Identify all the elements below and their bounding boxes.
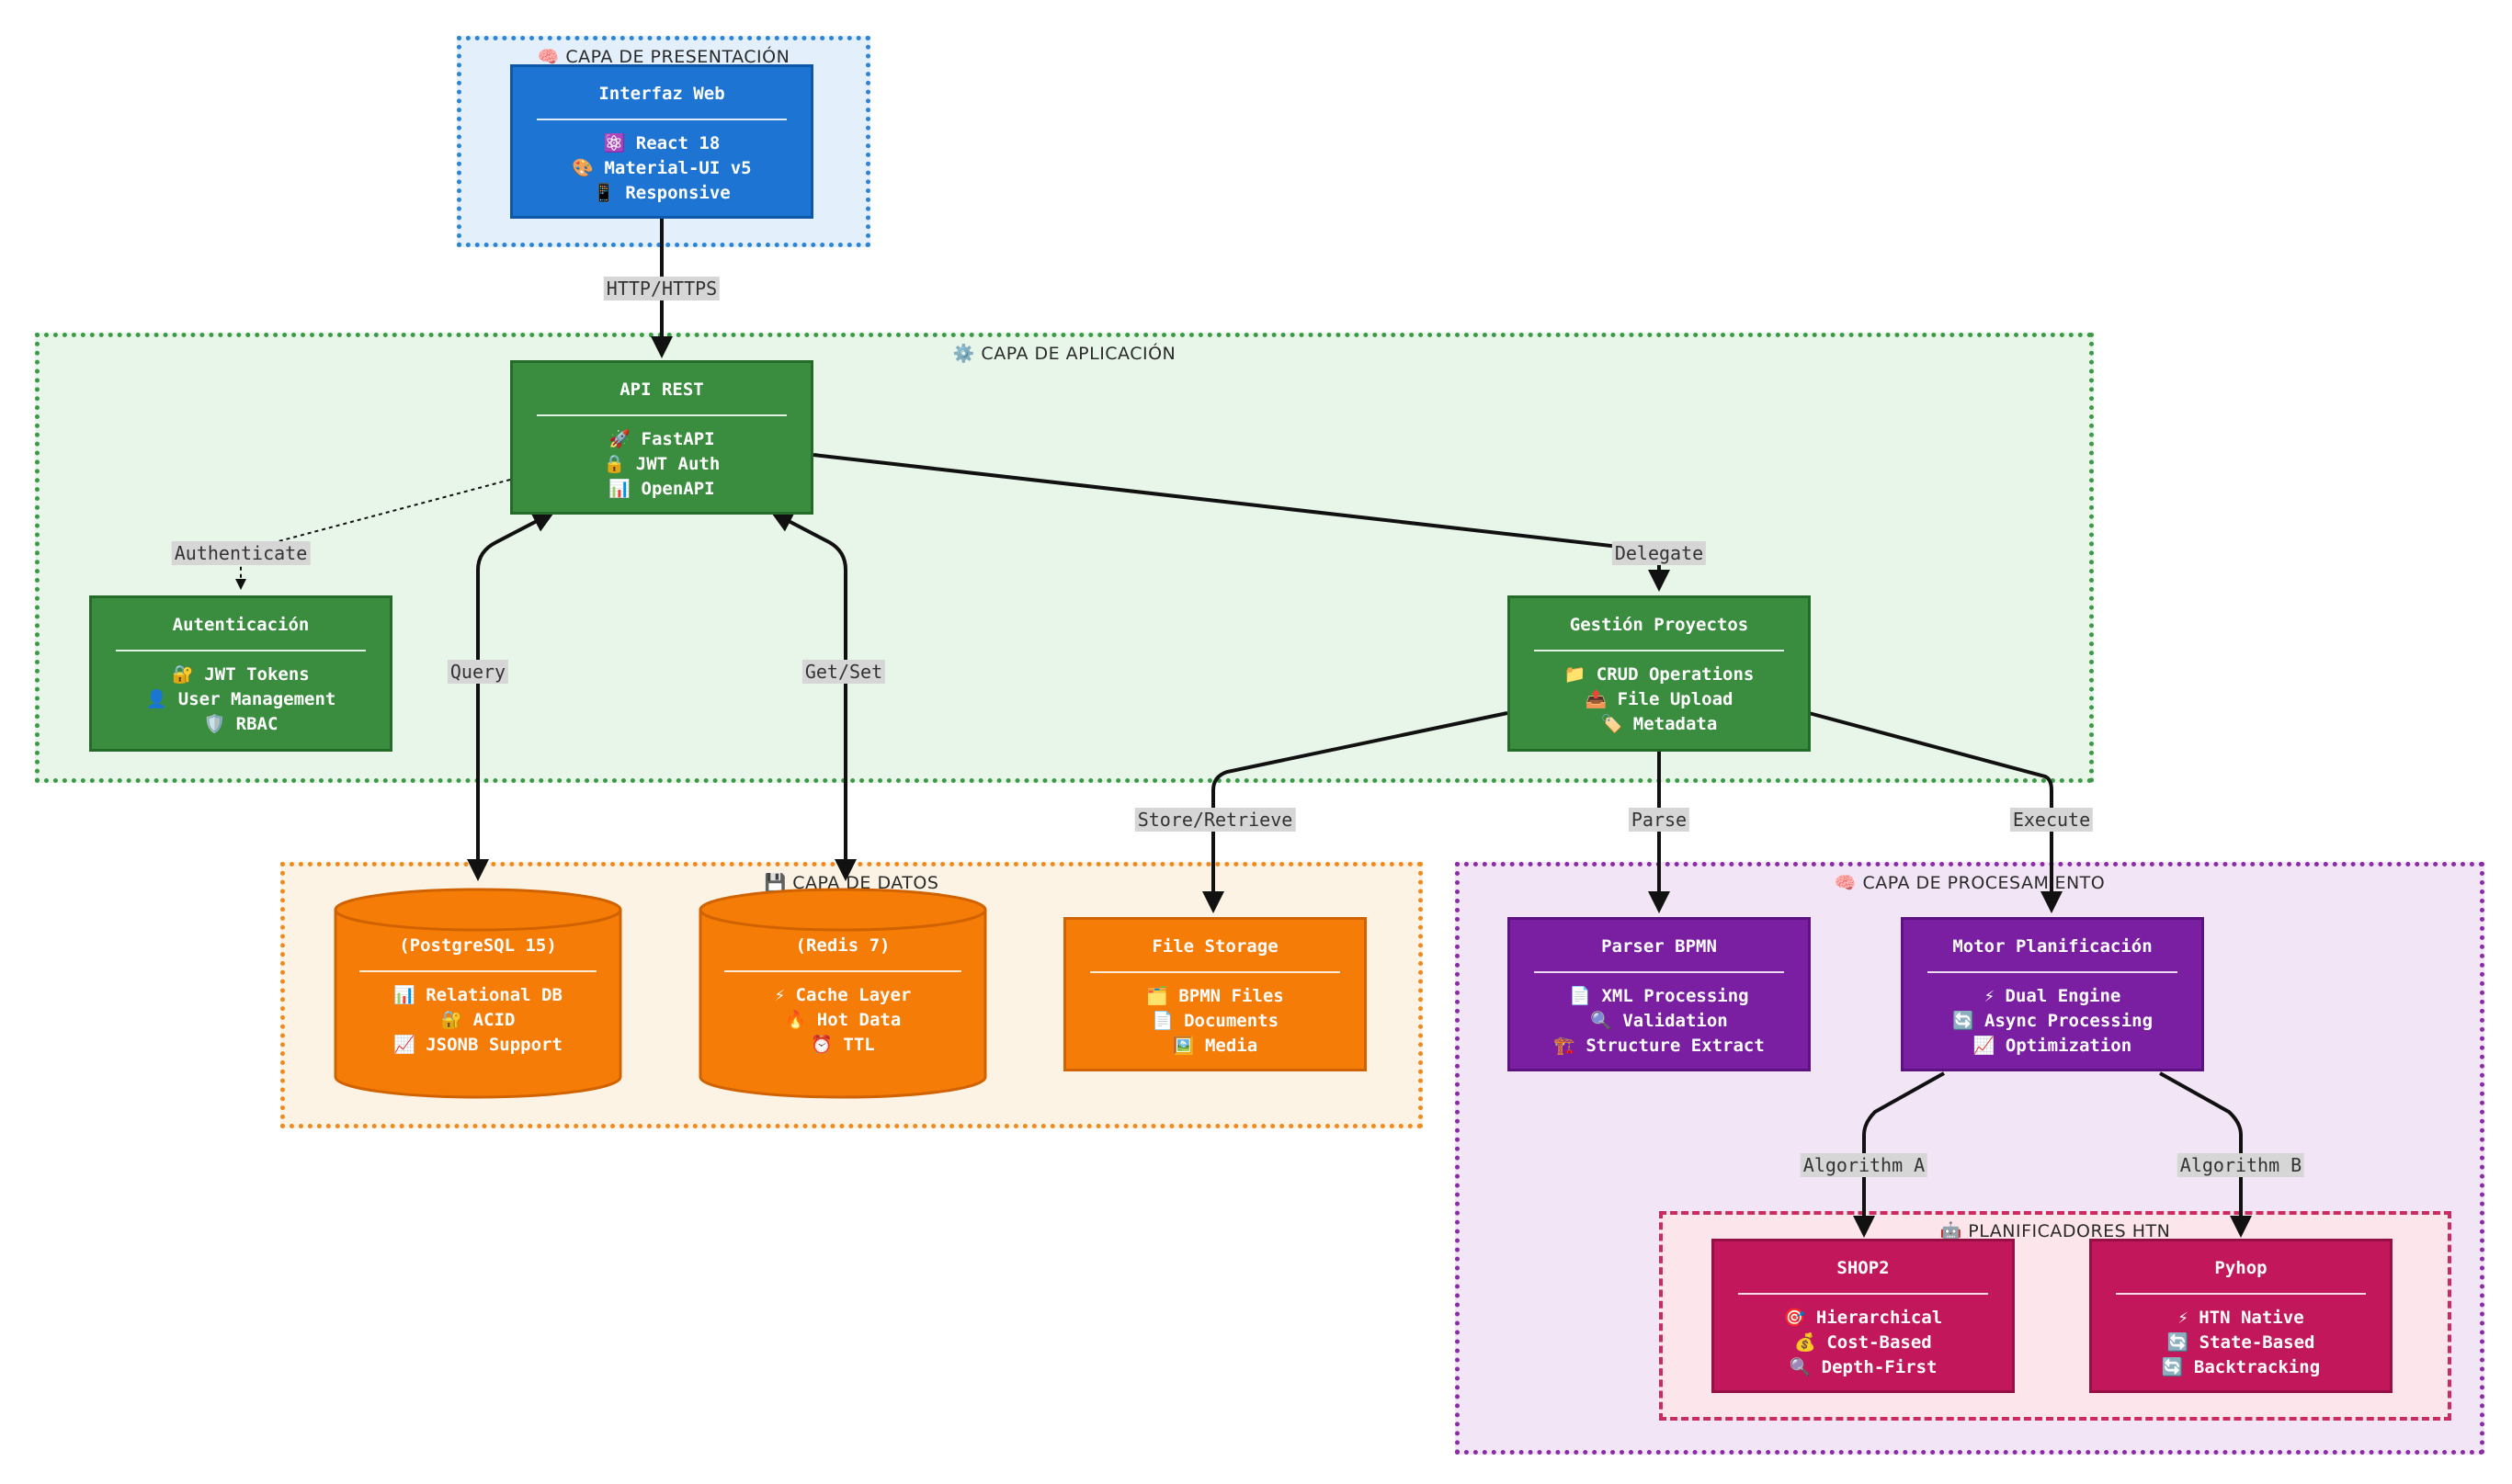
edge-motor-to-pyhop — [2159, 1071, 2252, 1238]
shop2-feature: 💰 Cost-Based — [1794, 1332, 1932, 1353]
motor-feature: 📈 Optimization — [1972, 1036, 2132, 1056]
parser-feature: 🏗️ Structure Extract — [1553, 1036, 1765, 1056]
storage-feature: 🗂️ BPMN Files — [1146, 986, 1284, 1006]
shop2-planner-node: SHOP2 🎯 Hierarchical 💰 Cost-Based 🔍 Depth-F… — [1711, 1239, 2015, 1393]
edge-label-authenticate: Authenticate — [171, 541, 311, 565]
application-layer-title: ⚙️ CAPA DE APLICACIÓN — [952, 344, 1176, 364]
redis-feature: ⏰ TTL — [811, 1035, 875, 1055]
processing-layer-title: 🧠 CAPA DE PROCESAMIENTO — [1834, 873, 2106, 893]
htn-layer-title: 🤖 PLANIFICADORES HTN — [1939, 1221, 2171, 1241]
auth-feature: 🛡️ RBAC — [203, 714, 278, 734]
redis-node: (Redis 7) ⚡ Cache Layer 🔥 Hot Data ⏰ TTL — [700, 919, 985, 1084]
web-interface-node: Interfaz Web ⚛️ React 18 🎨 Material-UI v5 📱… — [510, 64, 813, 219]
redis-title: (Redis 7) — [795, 935, 891, 956]
edge-label-delegate: Delegate — [1611, 541, 1707, 565]
auth-divider — [116, 650, 366, 651]
parser-divider — [1534, 971, 1784, 973]
edge-label-execute: Execute — [2009, 808, 2094, 832]
projects-feature: 🏷️ Metadata — [1600, 714, 1718, 734]
auth-feature: 👤 User Management — [145, 689, 336, 709]
edge-label-query: Query — [447, 660, 509, 684]
pyhop-divider — [2116, 1293, 2366, 1295]
redis-divider — [724, 970, 961, 972]
motor-title: Motor Planificación — [1952, 936, 2153, 957]
projects-feature: 📤 File Upload — [1585, 689, 1733, 709]
parser-feature: 📄 XML Processing — [1569, 986, 1749, 1006]
web-feature: 📱 Responsive — [593, 183, 731, 203]
postgres-feature: 📊 Relational DB — [393, 985, 563, 1005]
file-storage-node: File Storage 🗂️ BPMN Files 📄 Documents 🖼️ M… — [1063, 917, 1367, 1071]
presentation-layer-title: 🧠 CAPA DE PRESENTACIÓN — [537, 47, 790, 67]
pyhop-feature: 🔄 Backtracking — [2161, 1357, 2321, 1377]
postgres-divider — [359, 970, 597, 972]
edge-motor-to-shop2 — [1853, 1071, 1945, 1238]
edge-projects-to-motor — [1808, 711, 2063, 913]
storage-divider — [1090, 971, 1340, 973]
postgres-title: (PostgreSQL 15) — [399, 935, 557, 956]
bpmn-parser-node: Parser BPMN 📄 XML Processing 🔍 Validation 🏗… — [1507, 917, 1811, 1071]
projects-feature: 📁 CRUD Operations — [1563, 664, 1755, 685]
shop2-feature: 🔍 Depth-First — [1789, 1357, 1938, 1377]
storage-feature: 📄 Documents — [1151, 1011, 1279, 1031]
pyhop-title: Pyhop — [2214, 1258, 2268, 1278]
shop2-title: SHOP2 — [1836, 1258, 1890, 1278]
planning-engine-node: Motor Planificación ⚡ Dual Engine 🔄 Async … — [1901, 917, 2204, 1071]
motor-feature: 🔄 Async Processing — [1951, 1011, 2154, 1031]
api-title: API REST — [619, 379, 704, 400]
pyhop-planner-node: Pyhop ⚡ HTN Native 🔄 State-Based 🔄 Backtrac… — [2089, 1239, 2393, 1393]
auth-title: Autenticación — [172, 615, 310, 635]
postgres-feature: 🔐 ACID — [440, 1010, 516, 1030]
api-divider — [537, 414, 787, 416]
edge-label-algorithm-a: Algorithm A — [1800, 1153, 1928, 1177]
edge-label-getset: Get/Set — [801, 660, 886, 684]
api-feature: 🚀 FastAPI — [608, 429, 715, 449]
edge-api-to-auth — [235, 479, 511, 590]
parser-title: Parser BPMN — [1601, 936, 1717, 957]
edge-label-algorithm-b: Algorithm B — [2177, 1153, 2305, 1177]
web-feature: 🎨 Material-UI v5 — [572, 158, 752, 178]
api-rest-node: API REST 🚀 FastAPI 🔒 JWT Auth 📊 OpenAPI — [510, 360, 813, 515]
authentication-node: Autenticación 🔐 JWT Tokens 👤 User Manageme… — [89, 595, 392, 752]
shop2-divider — [1738, 1293, 1988, 1295]
redis-cylinder — [699, 888, 987, 1099]
motor-feature: ⚡ Dual Engine — [1983, 986, 2121, 1006]
api-feature: 📊 OpenAPI — [608, 479, 715, 499]
motor-divider — [1927, 971, 2177, 973]
pyhop-feature: 🔄 State-Based — [2166, 1332, 2315, 1353]
projects-title: Gestión Proyectos — [1569, 615, 1749, 635]
api-feature: 🔒 JWT Auth — [603, 454, 721, 474]
edge-api-postgres — [467, 511, 555, 881]
redis-feature: 🔥 Hot Data — [784, 1010, 902, 1030]
postgresql-node: (PostgreSQL 15) 📊 Relational DB 🔐 ACID 📈 JS… — [335, 919, 620, 1084]
projects-divider — [1534, 650, 1784, 651]
edge-label-store-retrieve: Store/Retrieve — [1134, 808, 1296, 832]
web-divider — [537, 119, 787, 120]
edge-label-parse: Parse — [1628, 808, 1690, 832]
shop2-feature: 🎯 Hierarchical — [1783, 1308, 1943, 1328]
storage-feature: 🖼️ Media — [1172, 1036, 1258, 1056]
project-management-node: Gestión Proyectos 📁 CRUD Operations 📤 File… — [1507, 595, 1811, 752]
web-feature: ⚛️ React 18 — [603, 133, 721, 153]
edge-projects-to-storage — [1202, 711, 1508, 913]
postgres-feature: 📈 JSONB Support — [393, 1035, 563, 1055]
pyhop-feature: ⚡ HTN Native — [2177, 1308, 2304, 1328]
redis-feature: ⚡ Cache Layer — [774, 985, 912, 1005]
parser-feature: 🔍 Validation — [1590, 1011, 1728, 1031]
postgres-cylinder — [334, 888, 622, 1099]
web-title: Interfaz Web — [598, 84, 725, 104]
edge-api-redis — [770, 511, 857, 881]
storage-title: File Storage — [1152, 936, 1279, 957]
edge-label-http: HTTP/HTTPS — [603, 277, 721, 300]
auth-feature: 🔐 JWT Tokens — [172, 664, 310, 685]
